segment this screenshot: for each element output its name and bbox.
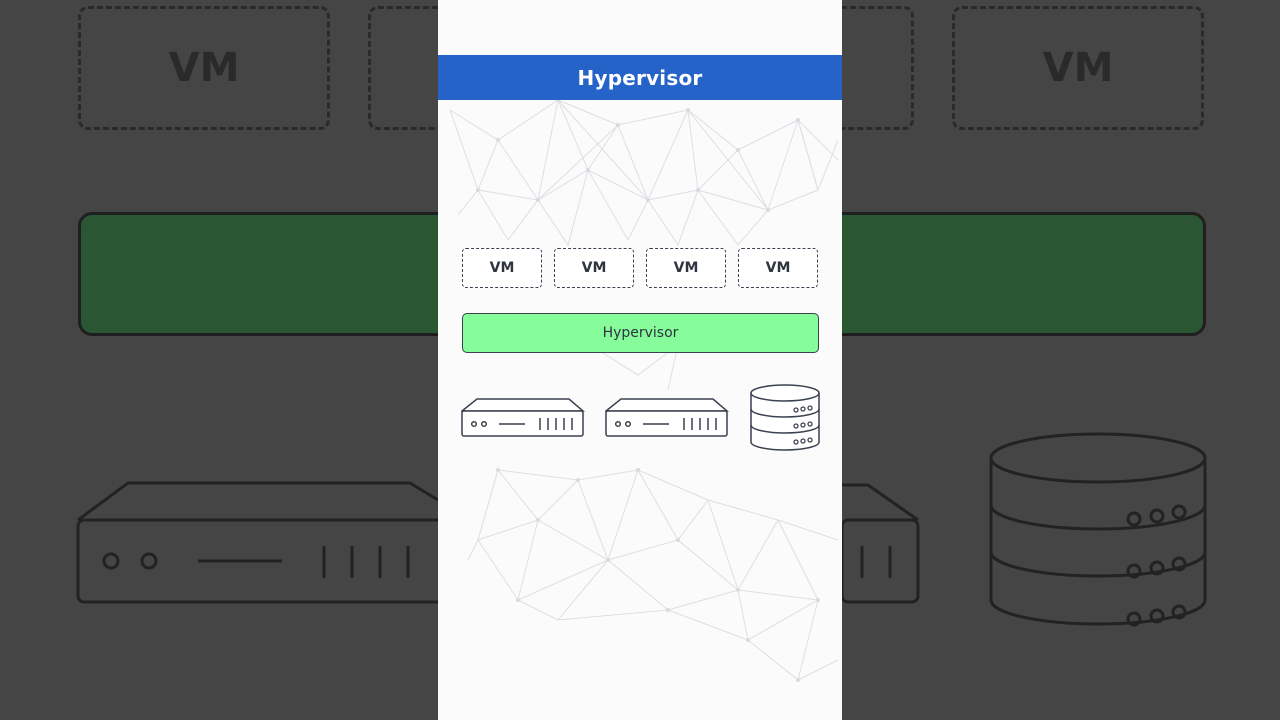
vm-box: VM — [462, 248, 542, 288]
vm-box: VM — [738, 248, 818, 288]
background-server-icon — [76, 481, 460, 604]
background-server-icon — [840, 483, 920, 604]
background-database-icon — [989, 432, 1207, 627]
network-mesh-background — [449, 98, 839, 682]
background-vm-box: VM — [78, 6, 330, 130]
database-icon — [750, 384, 820, 451]
vm-box: VM — [646, 248, 726, 288]
vm-label: VM — [673, 260, 699, 276]
page-title: Hypervisor — [577, 65, 703, 90]
hypervisor-label: Hypervisor — [602, 325, 679, 341]
server-icon — [461, 398, 585, 437]
diagram-panel: Hypervisor VM VM VM VM Hypervisor — [438, 0, 842, 720]
title-bar: Hypervisor — [438, 55, 842, 100]
vm-label: VM — [489, 260, 515, 276]
vm-row: VM VM VM VM — [462, 248, 819, 288]
server-icon — [605, 398, 729, 437]
vm-label: VM — [765, 260, 791, 276]
vm-box: VM — [554, 248, 634, 288]
hypervisor-layer: Hypervisor — [462, 313, 819, 353]
background-vm-label: VM — [1042, 45, 1114, 91]
vm-label: VM — [581, 260, 607, 276]
background-vm-label: VM — [168, 45, 240, 91]
background-vm-box: VM — [952, 6, 1204, 130]
